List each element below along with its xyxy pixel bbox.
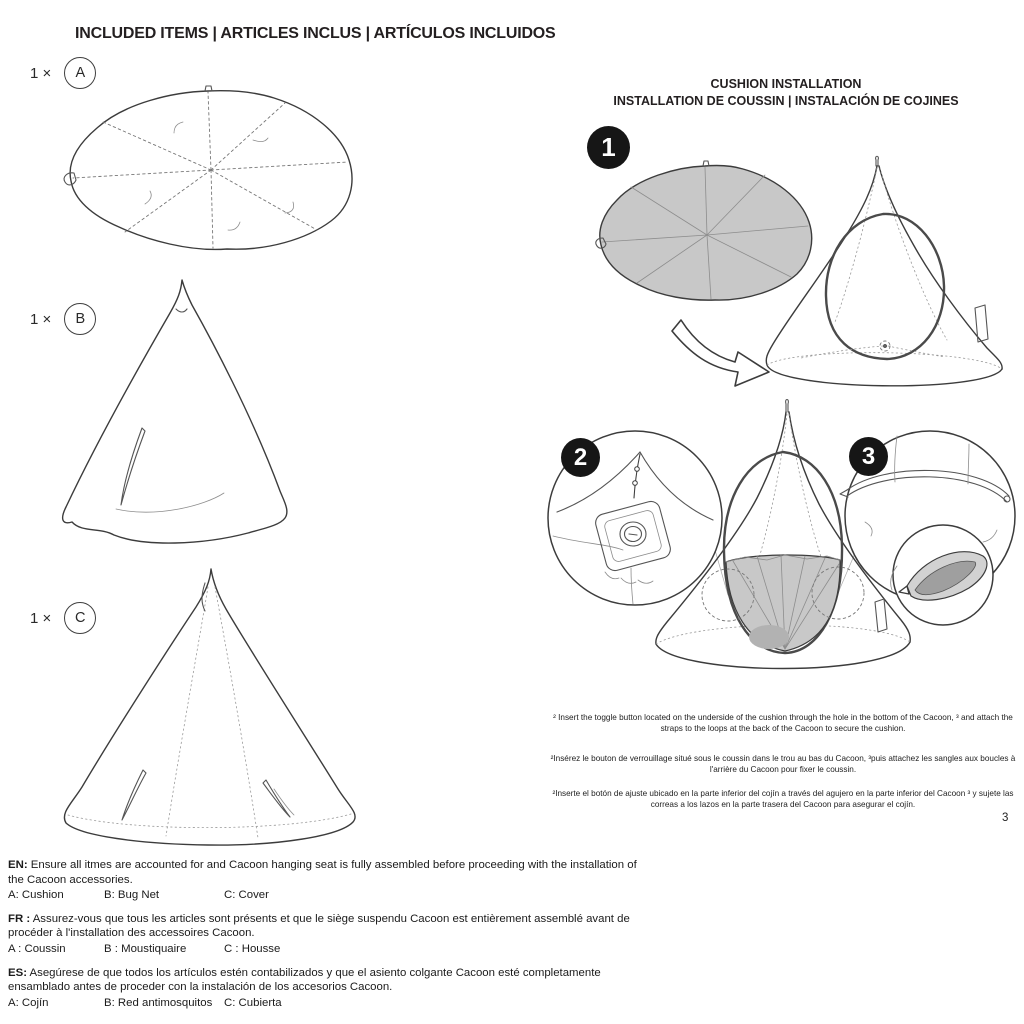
page-number: 3: [1002, 812, 1009, 824]
insert-arrow: [671, 319, 770, 387]
included-items-title: INCLUDED ITEMS | ARTICLES INCLUS | ARTÍC…: [75, 25, 556, 42]
step-2-number: 2: [573, 443, 588, 471]
installation-title-fr-es: INSTALLATION DE COUSSIN | INSTALACIÓN DE…: [613, 93, 959, 108]
cover-illustration-c: [63, 568, 356, 846]
step23-illustration: [547, 398, 1016, 670]
step-1-number: 1: [601, 132, 616, 162]
item-a-row: 1 × A: [30, 57, 97, 89]
footer-fr-text: FR : Assurez-vous que tous les articles …: [8, 912, 630, 940]
item-c-letter: C: [75, 610, 86, 626]
gray-cushion: [595, 160, 813, 301]
footer-es-label: ES:: [8, 966, 27, 979]
item-c-row: 1 × C: [30, 602, 97, 634]
item-b-quantity: 1 ×: [30, 310, 52, 328]
footer-notes: EN: Ensure all itmes are accounted for a…: [8, 858, 644, 1019]
tent-with-cushion: [655, 398, 911, 670]
step-3-number: 3: [861, 442, 876, 470]
step1-illustration: [595, 155, 1003, 387]
note-es: ²Inserte el botón de ajuste ubicado en l…: [552, 789, 1014, 809]
step3-detail-strap: [839, 430, 1016, 626]
item-a-letter: A: [75, 65, 86, 81]
installation-title-en: CUSHION INSTALLATION: [710, 77, 862, 91]
step2-detail-toggle: [547, 430, 723, 606]
item-a-quantity: 1 ×: [30, 64, 52, 82]
step-3-badge: 3: [849, 437, 888, 476]
cushion-illustration-a: [63, 85, 353, 251]
item-b-letter: B: [75, 311, 86, 327]
footer-fr-label: FR :: [8, 912, 31, 925]
bug-net-illustration-b: [61, 279, 288, 544]
cushion-installation-title: CUSHION INSTALLATION INSTALLATION DE COU…: [556, 76, 1016, 109]
note-en: ² Insert the toggle button located on th…: [553, 713, 1013, 733]
step-2-badge: 2: [561, 438, 600, 477]
footer-en-label: EN:: [8, 859, 28, 871]
item-a-letter-badge: A: [64, 57, 97, 89]
footer-en-text: EN: Ensure all itmes are accounted for a…: [8, 859, 637, 886]
note-fr: ²Insérez le bouton de verrouillage situé…: [550, 754, 1016, 774]
step-1-badge: 1: [587, 126, 630, 169]
item-c-quantity: 1 ×: [30, 609, 52, 627]
item-b-letter-badge: B: [64, 303, 97, 335]
item-c-letter-badge: C: [64, 602, 97, 634]
item-b-row: 1 × B: [30, 303, 97, 335]
footer-es-text: ES: Asegúrese de que todos los artículos…: [8, 966, 601, 994]
cacoon-tent: [765, 155, 1003, 387]
